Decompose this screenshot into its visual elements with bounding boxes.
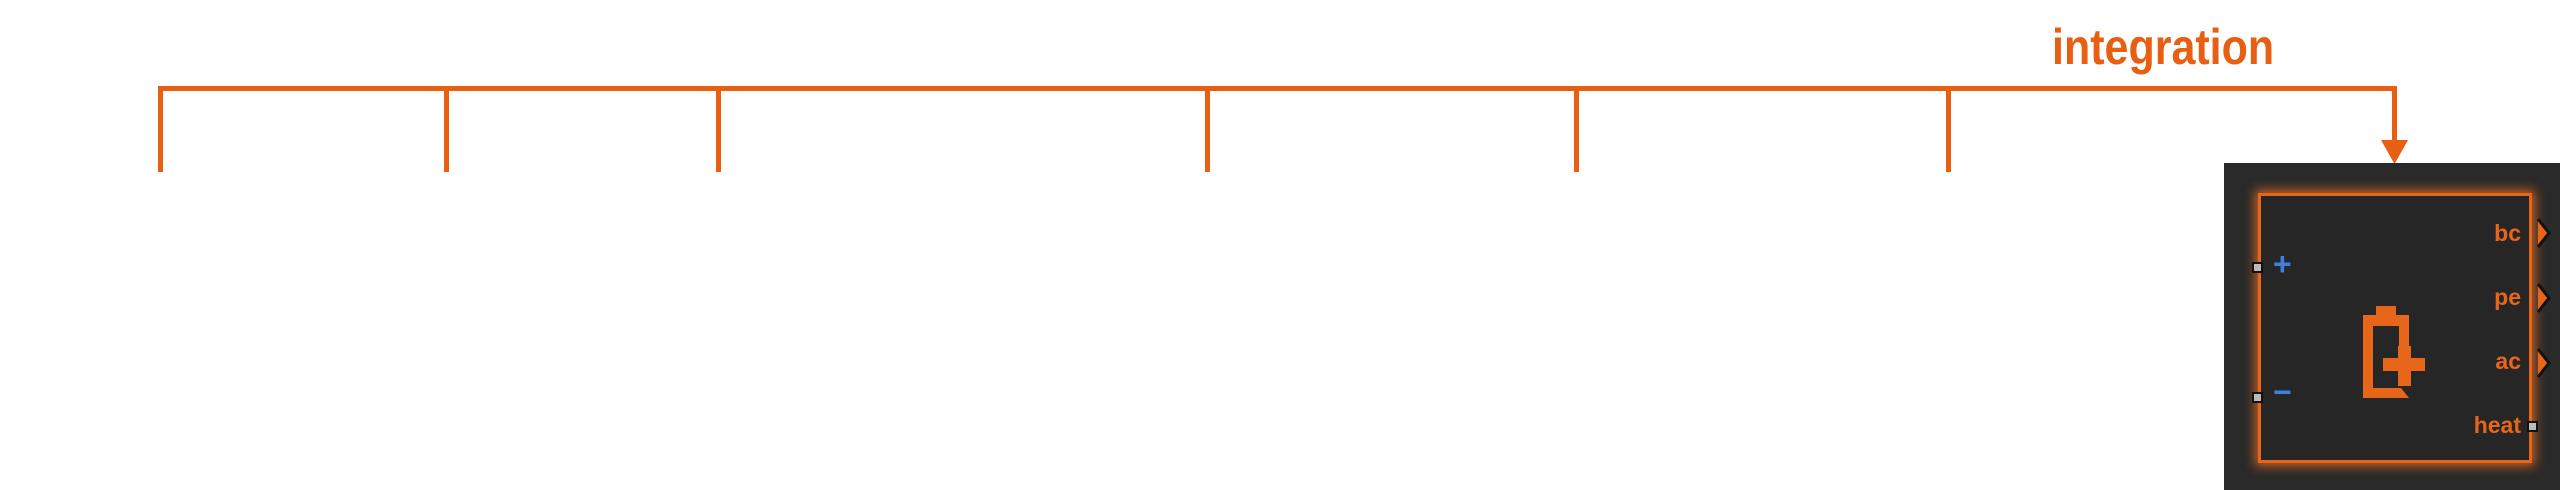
negative-symbol: − — [2273, 374, 2292, 410]
arrow-head-icon — [2381, 140, 2408, 164]
negative-port[interactable] — [2252, 392, 2263, 403]
output-port-bc[interactable] — [2537, 218, 2551, 248]
positive-port[interactable] — [2252, 262, 2263, 273]
port-label-pe: pe — [2494, 284, 2521, 310]
bracket-tick — [444, 86, 449, 172]
arrow-shaft — [2392, 86, 2397, 144]
integration-label: integration — [2052, 19, 2275, 75]
positive-symbol: + — [2273, 246, 2292, 282]
output-port-pe[interactable] — [2537, 283, 2551, 313]
bracket-tick — [1205, 86, 1210, 172]
battery-plus-icon — [2363, 306, 2425, 398]
bracket-tick — [1946, 86, 1951, 172]
battery-block[interactable]: + − bc pe ac heat — [2252, 193, 2551, 463]
simulink-canvas: + − bc pe ac heat — [2224, 163, 2560, 490]
bracket-horizontal-line — [158, 86, 2397, 91]
heat-port[interactable] — [2527, 421, 2538, 432]
port-label-bc: bc — [2494, 220, 2521, 246]
bracket-tick — [1574, 86, 1579, 172]
bracket-tick — [158, 86, 163, 172]
port-label-ac: ac — [2495, 348, 2521, 374]
port-label-heat: heat — [2473, 412, 2521, 438]
bracket-tick — [716, 86, 721, 172]
output-port-ac[interactable] — [2537, 348, 2551, 378]
